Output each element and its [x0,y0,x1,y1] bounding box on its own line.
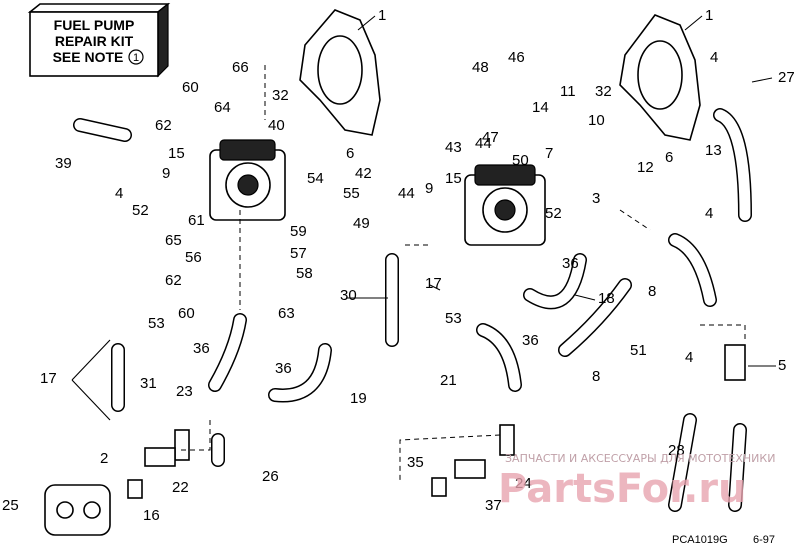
callout-65: 65 [165,232,182,249]
callout-32: 32 [595,83,612,100]
callout-9: 9 [162,165,170,182]
callout-49: 49 [353,215,370,232]
callout-4: 4 [705,205,713,222]
callout-labels: 1 1 4 27 66 46 48 60 32 32 11 14 64 40 6… [2,7,795,524]
callout-52: 52 [132,202,149,219]
callout-3: 3 [592,190,600,207]
figure-code: PCA1019G [672,534,728,546]
kit-line3: SEE NOTE [53,49,124,65]
callout-11: 11 [560,83,576,100]
callout-66: 66 [232,59,249,76]
callout-47: 47 [482,129,499,146]
callout-18: 18 [598,290,615,307]
callout-6: 6 [346,145,354,162]
callout-57: 57 [290,245,307,262]
callout-64: 64 [214,99,231,116]
callout-28: 28 [668,442,685,459]
mounting-plate-right [619,14,701,141]
callout-62: 62 [155,117,172,134]
fuel-pump-right [464,164,546,246]
callout-4: 4 [710,49,718,66]
callout-23: 23 [176,383,193,400]
callout-24: 24 [515,475,532,492]
callout-8: 8 [648,283,656,300]
hoses [73,108,752,512]
callout-4: 4 [685,349,693,366]
callout-1: 1 [378,7,386,24]
callout-7: 7 [545,145,553,162]
callout-60: 60 [178,305,195,322]
callout-60: 60 [182,79,199,96]
callout-31: 31 [140,375,157,392]
callout-36: 36 [562,255,579,272]
callout-13: 13 [705,142,722,159]
callout-12: 12 [637,159,654,176]
callout-50: 50 [512,152,529,169]
callout-51: 51 [630,342,647,359]
callout-46: 46 [508,49,525,66]
watermark-logo: PartsFor.ru [498,466,747,512]
callout-44: 44 [475,135,492,152]
callout-52: 52 [545,205,562,222]
callout-27: 27 [778,69,795,86]
leader-lines [71,15,776,421]
callout-8: 8 [592,368,600,385]
callout-48: 48 [472,59,489,76]
callout-32: 32 [272,87,289,104]
callout-53: 53 [445,310,462,327]
kit-line1: FUEL PUMP [54,17,135,33]
figure-date: 6-97 [753,534,775,546]
callout-43: 43 [445,139,462,156]
callout-53: 53 [148,315,165,332]
callout-36: 36 [522,332,539,349]
callout-36: 36 [193,340,210,357]
callout-14: 14 [532,99,549,116]
repair-kit-box: FUEL PUMP REPAIR KIT SEE NOTE 1 [27,2,171,78]
callout-54: 54 [307,170,324,187]
callout-6: 6 [665,149,673,166]
callout-42: 42 [355,165,372,182]
callout-55: 55 [343,185,360,202]
callout-44: 44 [398,185,415,202]
callout-19: 19 [350,390,367,407]
callout-40: 40 [268,117,285,134]
mounting-plate-left [299,9,381,136]
callout-25: 16 [143,507,160,524]
callout-39: 39 [55,155,72,172]
callout-63: 63 [278,305,295,322]
note-number: 1 [133,52,139,64]
callout-17: 17 [425,275,442,292]
callout-26: 25 [2,497,19,514]
callout-10: 10 [588,112,605,129]
callout-36: 36 [275,360,292,377]
callout-61: 61 [188,212,205,229]
callout-4: 4 [115,185,123,202]
callout-21: 21 [440,372,457,389]
callout-5: 5 [778,357,786,374]
callout-35: 35 [407,454,424,471]
note-circle [128,49,144,65]
callout-56: 56 [185,249,202,266]
callout-15: 15 [445,170,462,187]
kit-line2: REPAIR KIT [55,33,134,49]
callout-58: 58 [296,265,313,282]
callout-1: 1 [705,7,713,24]
callout-2: 2 [100,450,108,467]
callout-22: 22 [172,479,189,496]
callout-62: 62 [165,272,182,289]
callout-16: 37 [485,497,502,514]
callout-59: 59 [290,223,307,240]
watermark-line1: ЗАПЧАСТИ И АКСЕССУАРЫ ДЛЯ МОТОТЕХНИКИ [505,452,775,465]
fuel-pump-left [209,139,286,221]
callout-15: 15 [168,145,185,162]
fittings [44,344,746,536]
assembly-lines [180,65,746,480]
callout-36: 26 [262,468,279,485]
callout-17: 17 [40,370,57,387]
callout-9: 9 [425,180,433,197]
callout-30: 30 [340,287,357,304]
